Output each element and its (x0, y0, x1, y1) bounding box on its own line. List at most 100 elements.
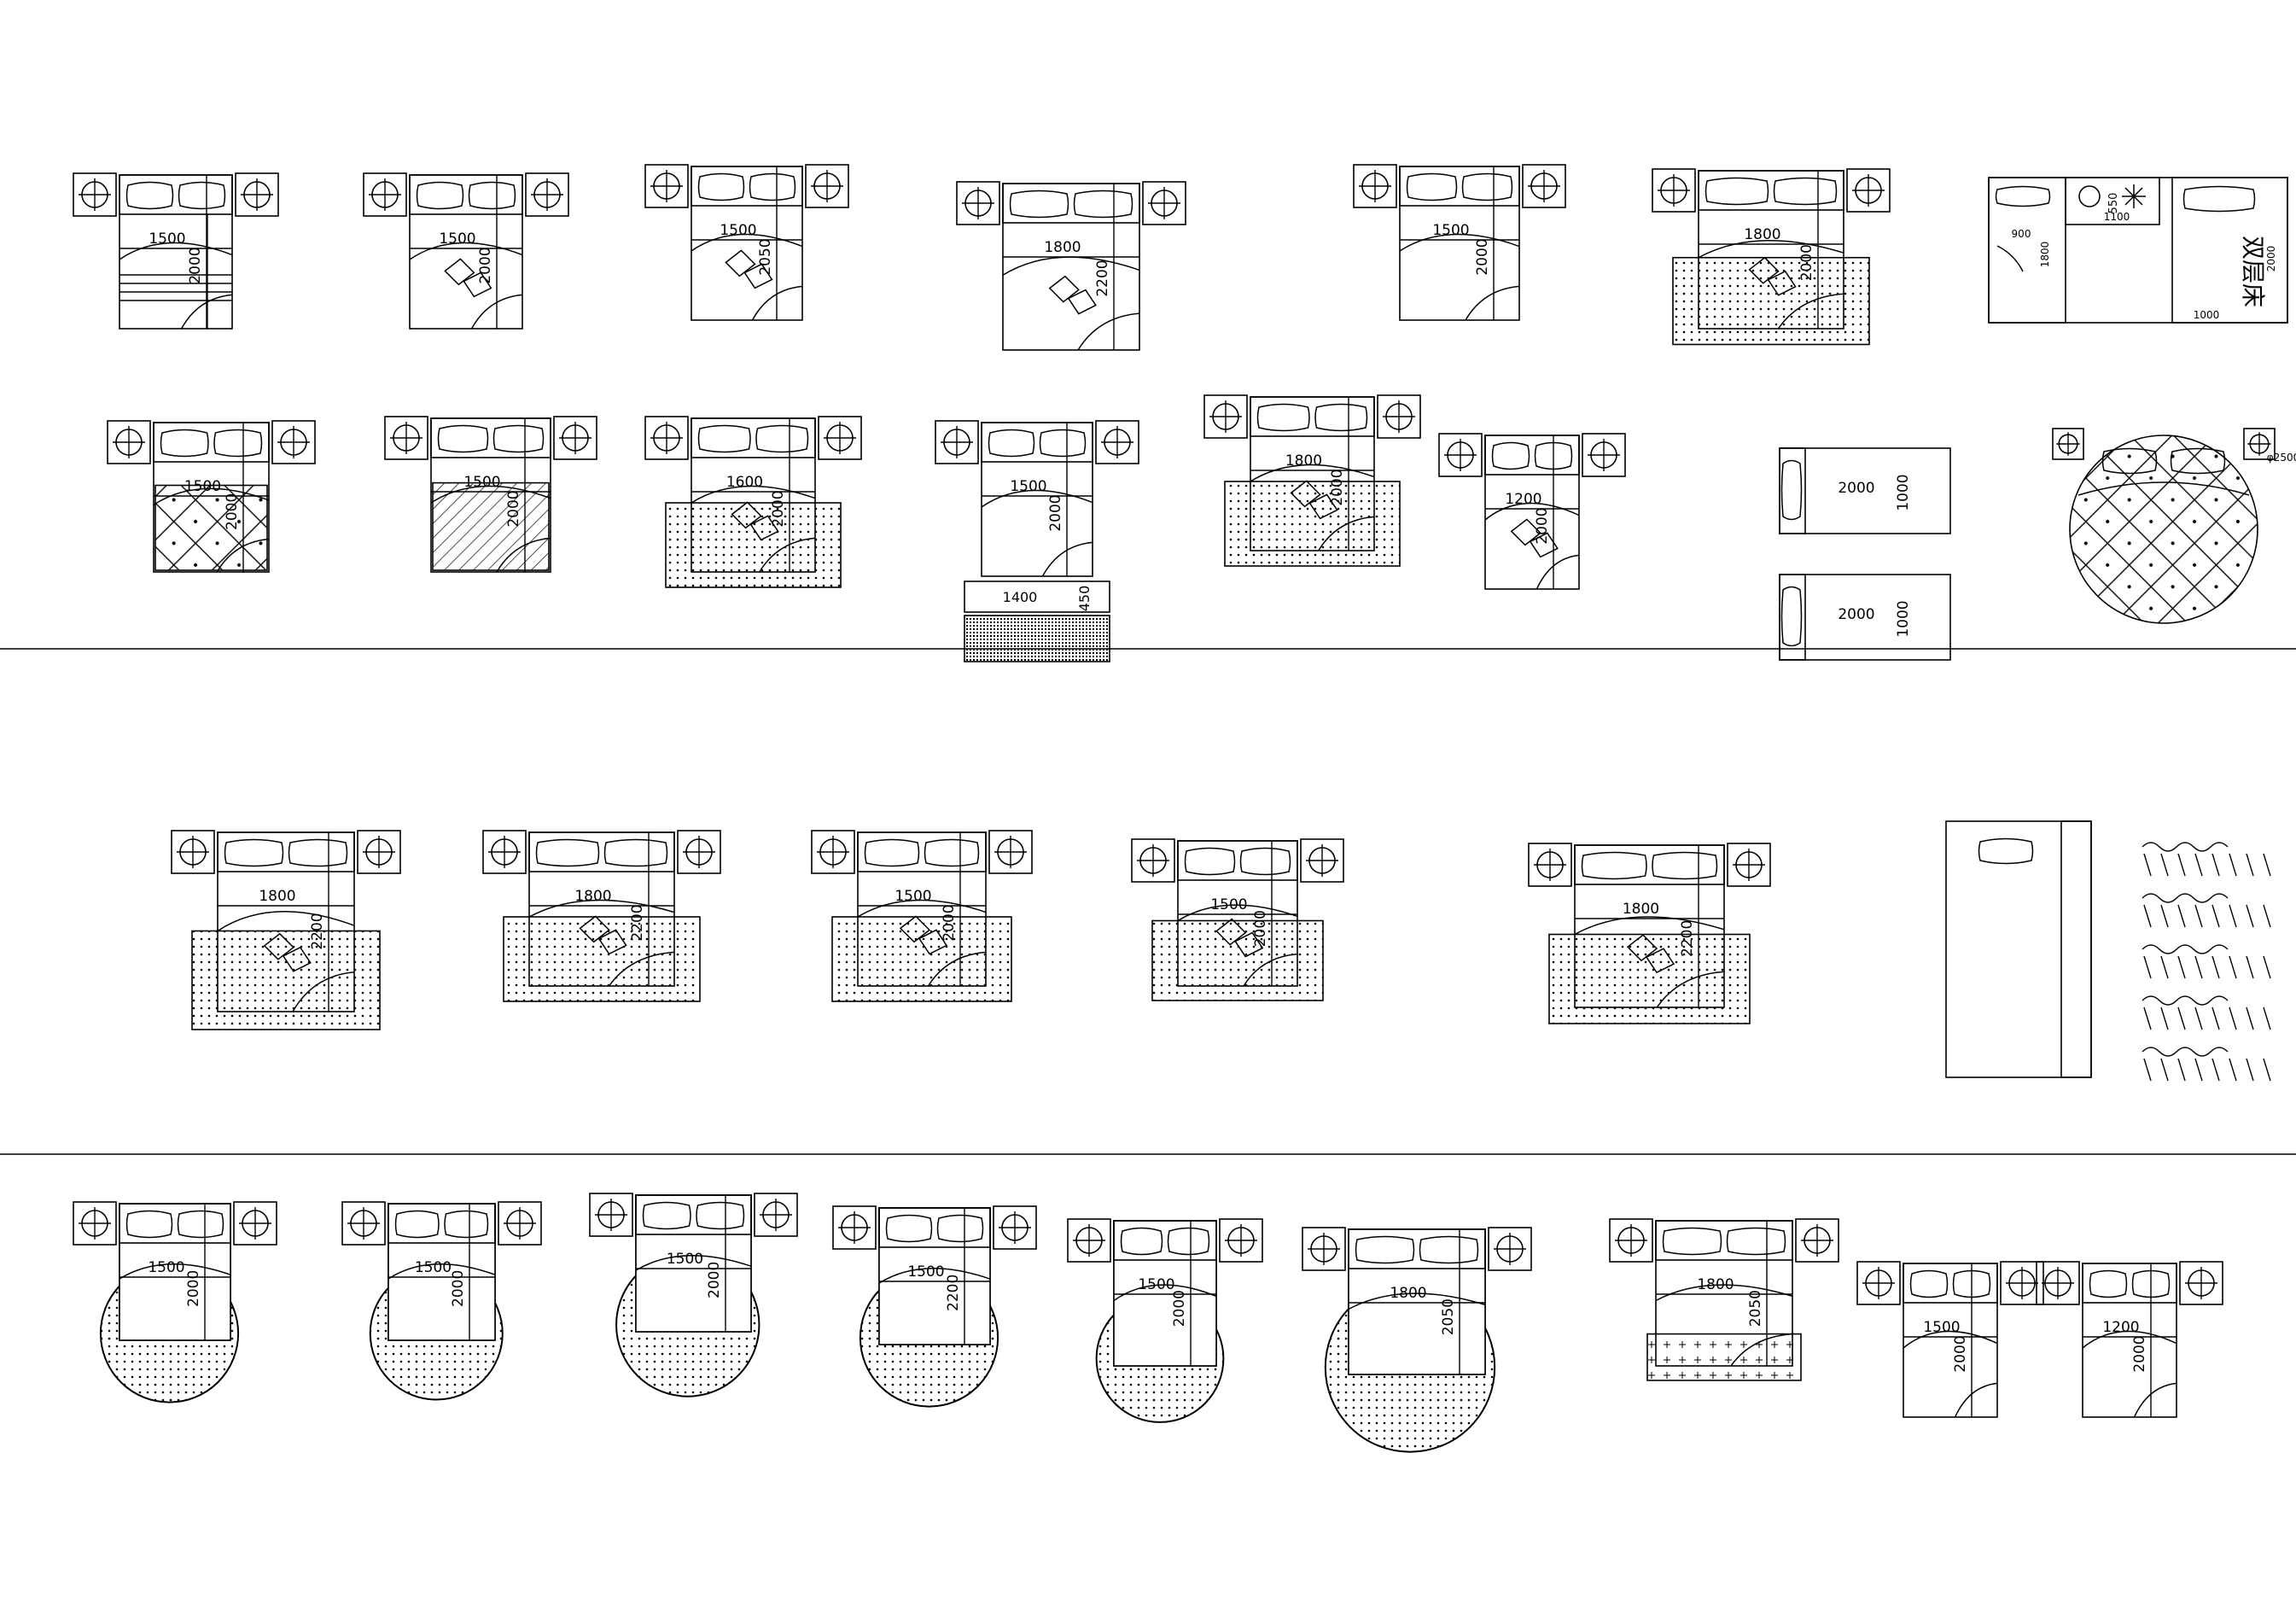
pillow-icon (1009, 190, 1069, 219)
hanger-icon (2229, 1006, 2237, 1030)
pillow-icon (2101, 447, 2158, 475)
hanger-icon (2177, 904, 2186, 928)
pillow-icon (1491, 441, 1530, 470)
pillow-icon (988, 429, 1035, 458)
blanket-fold (409, 242, 523, 260)
blanket-fold (691, 485, 816, 504)
blanket-fold (691, 233, 803, 252)
width-dimension: 1800 (1044, 239, 1081, 256)
nightstand (1528, 843, 1572, 887)
headboard (1399, 166, 1520, 207)
hanger-icon (2160, 1058, 2169, 1082)
headboard (691, 417, 816, 458)
bed-frame (430, 417, 551, 573)
pillow-icon (437, 424, 489, 453)
nightstand (1856, 1261, 1901, 1305)
blanket-corner (1465, 285, 1520, 321)
headboard (878, 1207, 991, 1248)
nightstand (1795, 1218, 1839, 1263)
length-dimension: 2000 (477, 247, 494, 283)
hatch-pattern (432, 481, 550, 571)
blanket-fold (1698, 240, 1844, 259)
nightstand (1095, 420, 1139, 464)
pillow-icon (468, 181, 516, 210)
nightstand (1846, 168, 1891, 213)
pillow-icon (535, 838, 600, 867)
blanket-fold (2077, 481, 2250, 496)
pillow-icon (1184, 847, 1236, 876)
single-headboard (1779, 447, 1806, 534)
blanket-fold (1250, 464, 1375, 482)
length-dimension: 2200 (1094, 260, 1111, 296)
single-headboard (1779, 574, 1806, 661)
nightstand (993, 1205, 1037, 1250)
snowflake-icon (2122, 184, 2146, 208)
nightstand (832, 1205, 877, 1250)
pillow-icon (1780, 459, 1803, 521)
nightstand (271, 420, 316, 464)
nightstand (589, 1193, 633, 1237)
pillow-icon (2089, 1269, 2128, 1298)
blanket-fold (1574, 916, 1725, 936)
nightstand (2052, 428, 2084, 460)
pillow-icon (1239, 847, 1291, 876)
pillow-icon (2182, 185, 2256, 213)
nightstand (805, 164, 849, 208)
hanger-icon (2160, 955, 2169, 979)
nightstand (1377, 394, 1421, 439)
pillow-icon (885, 1214, 933, 1243)
pillow-icon (1534, 441, 1573, 470)
hanger-icon (2263, 1058, 2271, 1082)
length-dimension: 2050 (1747, 1290, 1764, 1327)
hanger-icon (2194, 955, 2203, 979)
length-dimension: 2000 (1252, 910, 1269, 947)
pillow-icon (1978, 837, 2034, 865)
lower-bed (2171, 177, 2288, 324)
pillow-icon (125, 181, 174, 210)
round-bed (2069, 435, 2258, 624)
bed-frame-fill (119, 1203, 231, 1341)
length-dimension: 2200 (629, 904, 646, 941)
pillow-icon (1419, 1235, 1479, 1264)
nightstand (1203, 394, 1248, 439)
headboard (1177, 840, 1298, 881)
rug (1646, 1333, 1802, 1381)
blanket-corner (751, 285, 803, 321)
nightstand (1438, 433, 1483, 477)
headboard (1903, 1263, 1998, 1304)
length-dimension: 2000 (1047, 494, 1064, 531)
blanket-fold (217, 911, 355, 932)
headboard (388, 1203, 496, 1244)
pillow-icon (1120, 1227, 1163, 1256)
nightstand (1522, 164, 1566, 208)
rug (1672, 256, 1870, 346)
headboard (1113, 1220, 1217, 1261)
hanger-icon (2160, 853, 2169, 877)
blanket-fold (388, 1263, 496, 1280)
length-dimension: 2200 (1679, 920, 1696, 957)
nightstand (2036, 1261, 2080, 1305)
nightstand (1300, 838, 1344, 883)
hanger-icon (2212, 904, 2220, 928)
headboard (430, 417, 551, 458)
pillow-icon (1073, 190, 1133, 219)
pillow-icon (1952, 1269, 1991, 1298)
headboard (1348, 1228, 1486, 1269)
pillow-icon (1909, 1269, 1949, 1298)
shelf-width: 1100 (2104, 211, 2130, 223)
pillow-icon (1705, 177, 1769, 206)
bed-frame-fill (1348, 1228, 1486, 1375)
bed-frame (153, 422, 270, 573)
pillow-icon (1461, 172, 1513, 201)
length-dimension: 2000 (1798, 244, 1815, 281)
blanket-corner (1243, 953, 1298, 987)
